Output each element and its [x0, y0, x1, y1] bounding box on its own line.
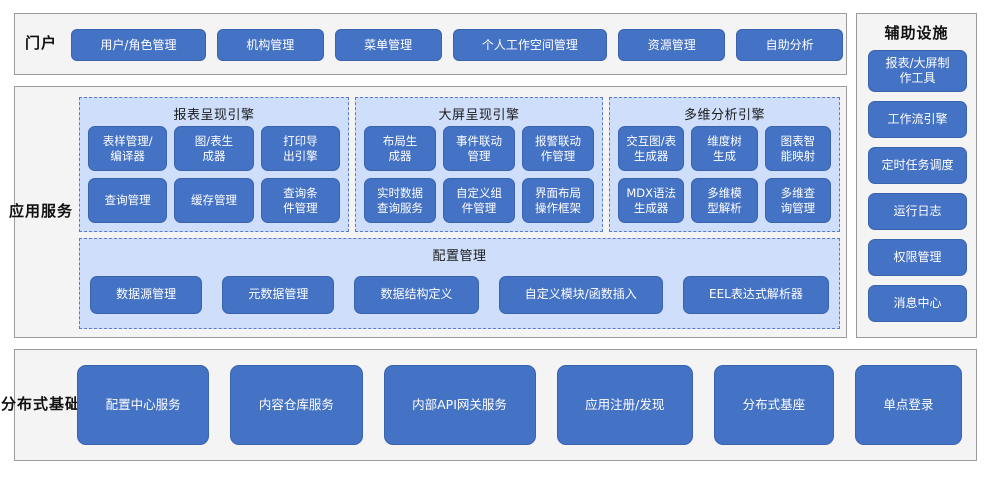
- portal-item-3[interactable]: 个人工作空间管理: [452, 29, 608, 61]
- group-title: 配置管理: [432, 249, 487, 264]
- large-screen-rendering-item-0[interactable]: 布局生 成器: [364, 126, 436, 171]
- large-screen-rendering-item-3[interactable]: 实时数据 查询服务: [364, 178, 436, 223]
- aux-item-0[interactable]: 报表/大屏制 作工具: [868, 50, 967, 92]
- application-services-label: 应用服务: [9, 87, 72, 337]
- aux-facilities-list: 报表/大屏制 作工具工作流引擎定时任务调度运行日志权限管理消息中心: [868, 50, 967, 330]
- configuration-item-2[interactable]: 数据结构定义: [354, 275, 479, 314]
- aux-facilities-section: 辅助设施 报表/大屏制 作工具工作流引擎定时任务调度运行日志权限管理消息中心: [856, 13, 977, 338]
- portal-item-2[interactable]: 菜单管理: [334, 29, 442, 61]
- configuration-items-row: 数据源管理元数据管理数据结构定义自定义模块/函数插入 EEL表达式解析器: [90, 271, 829, 318]
- portal-items-row: 用户/角色管理机构管理菜单管理个人工作空间管理资源管理自助分析: [71, 23, 843, 67]
- configuration-item-3[interactable]: 自定义模块/函数插入: [498, 275, 663, 314]
- aux-item-3[interactable]: 运行日志: [868, 193, 967, 230]
- group-items-grid: 布局生 成器事件联动 管理报警联动 作管理实时数据 查询服务自定义组 件管理界面…: [364, 126, 594, 223]
- report-rendering-item-5[interactable]: 查询条 件管理: [260, 178, 340, 223]
- large-screen-rendering-item-2[interactable]: 报警联动 作管理: [522, 126, 594, 171]
- report-rendering-item-0[interactable]: 表样管理/ 编译器: [88, 126, 168, 171]
- multidimensional-analysis-item-0[interactable]: 交互图/表 生成器: [618, 126, 685, 171]
- report-rendering-item-3[interactable]: 查询管理: [88, 178, 168, 223]
- group-items-grid: 表样管理/ 编译器图/表生 成器打印导 出引擎查询管理缓存管理查询条 件管理: [88, 126, 340, 223]
- group-configuration-management: 配置管理 数据源管理元数据管理数据结构定义自定义模块/函数插入 EEL表达式解析器: [79, 238, 840, 329]
- portal-section: 门户 用户/角色管理机构管理菜单管理个人工作空间管理资源管理自助分析: [14, 13, 847, 75]
- distributed-item-0[interactable]: 配置中心服务: [77, 365, 210, 445]
- portal-item-1[interactable]: 机构管理: [216, 29, 324, 61]
- distributed-item-1[interactable]: 内容仓库服务: [230, 365, 363, 445]
- portal-item-4[interactable]: 资源管理: [618, 29, 726, 61]
- group-large-screen-rendering-engine: 大屏呈现引擎 布局生 成器事件联动 管理报警联动 作管理实时数据 查询服务自定义…: [355, 97, 603, 232]
- aux-item-5[interactable]: 消息中心: [868, 285, 967, 322]
- group-report-rendering-engine: 报表呈现引擎 表样管理/ 编译器图/表生 成器打印导 出引擎查询管理缓存管理查询…: [79, 97, 349, 232]
- application-services-section: 应用服务 报表呈现引擎 表样管理/ 编译器图/表生 成器打印导 出引擎查询管理缓…: [9, 86, 847, 338]
- distributed-base-label-char: 式: [33, 395, 50, 414]
- multidimensional-analysis-item-2[interactable]: 图表智 能映射: [764, 126, 831, 171]
- distributed-item-4[interactable]: 分布式基座: [713, 365, 834, 445]
- report-rendering-item-2[interactable]: 打印导 出引擎: [260, 126, 340, 171]
- configuration-item-0[interactable]: 数据源管理: [90, 275, 203, 314]
- large-screen-rendering-item-5[interactable]: 界面布局 操作框架: [522, 178, 594, 223]
- portal-item-5[interactable]: 自助分析: [736, 29, 843, 61]
- application-services-label-char: 务: [57, 202, 74, 221]
- distributed-item-5[interactable]: 单点登录: [854, 365, 962, 445]
- multidimensional-analysis-item-3[interactable]: MDX语法 生成器: [618, 178, 685, 223]
- aux-item-1[interactable]: 工作流引擎: [868, 101, 967, 138]
- distributed-item-2[interactable]: 内部API网关服务: [383, 365, 536, 445]
- aux-item-2[interactable]: 定时任务调度: [868, 147, 967, 184]
- group-title: 多维分析引擎: [683, 108, 765, 123]
- group-items-grid: 交互图/表 生成器维度树 生成图表智 能映射 MDX语法 生成器多维模 型解析多维…: [618, 126, 831, 223]
- configuration-item-4[interactable]: EEL表达式解析器: [682, 275, 829, 314]
- distributed-base-label-char: 础: [65, 395, 82, 414]
- report-rendering-item-4[interactable]: 缓存管理: [174, 178, 254, 223]
- application-services-label-char: 服: [41, 202, 58, 221]
- large-screen-rendering-item-4[interactable]: 自定义组 件管理: [443, 178, 515, 223]
- distributed-base-label-char: 布: [16, 395, 33, 414]
- group-title: 报表呈现引擎: [173, 108, 255, 123]
- distributed-item-3[interactable]: 应用注册/发现: [556, 365, 693, 445]
- distributed-base-section: 分布式基础 配置中心服务内容仓库服务内部API网关服务应用注册/发现分布式基座单…: [1, 349, 977, 461]
- aux-facilities-title: 辅助设施: [884, 24, 949, 42]
- distributed-base-label: 分布式基础: [1, 350, 80, 460]
- portal-section-label-char: 门: [24, 34, 41, 53]
- aux-item-4[interactable]: 权限管理: [868, 239, 967, 276]
- portal-section-label: 门户: [15, 14, 67, 74]
- configuration-item-1[interactable]: 元数据管理: [222, 275, 335, 314]
- multidimensional-analysis-item-4[interactable]: 多维模 型解析: [691, 178, 758, 223]
- portal-item-0[interactable]: 用户/角色管理: [71, 29, 206, 61]
- distributed-base-label-char: 基: [49, 395, 66, 414]
- group-title: 大屏呈现引擎: [438, 108, 520, 123]
- application-services-label-char: 应: [8, 202, 25, 221]
- report-rendering-item-1[interactable]: 图/表生 成器: [174, 126, 254, 171]
- distributed-items-row: 配置中心服务内容仓库服务内部API网关服务应用注册/发现分布式基座单点登录: [77, 365, 962, 445]
- multidimensional-analysis-item-5[interactable]: 多维查 询管理: [764, 178, 831, 223]
- distributed-base-label-char: 分: [0, 395, 17, 414]
- portal-section-label-char: 户: [41, 34, 58, 53]
- application-services-label-char: 用: [24, 202, 41, 221]
- large-screen-rendering-item-1[interactable]: 事件联动 管理: [443, 126, 515, 171]
- multidimensional-analysis-item-1[interactable]: 维度树 生成: [691, 126, 758, 171]
